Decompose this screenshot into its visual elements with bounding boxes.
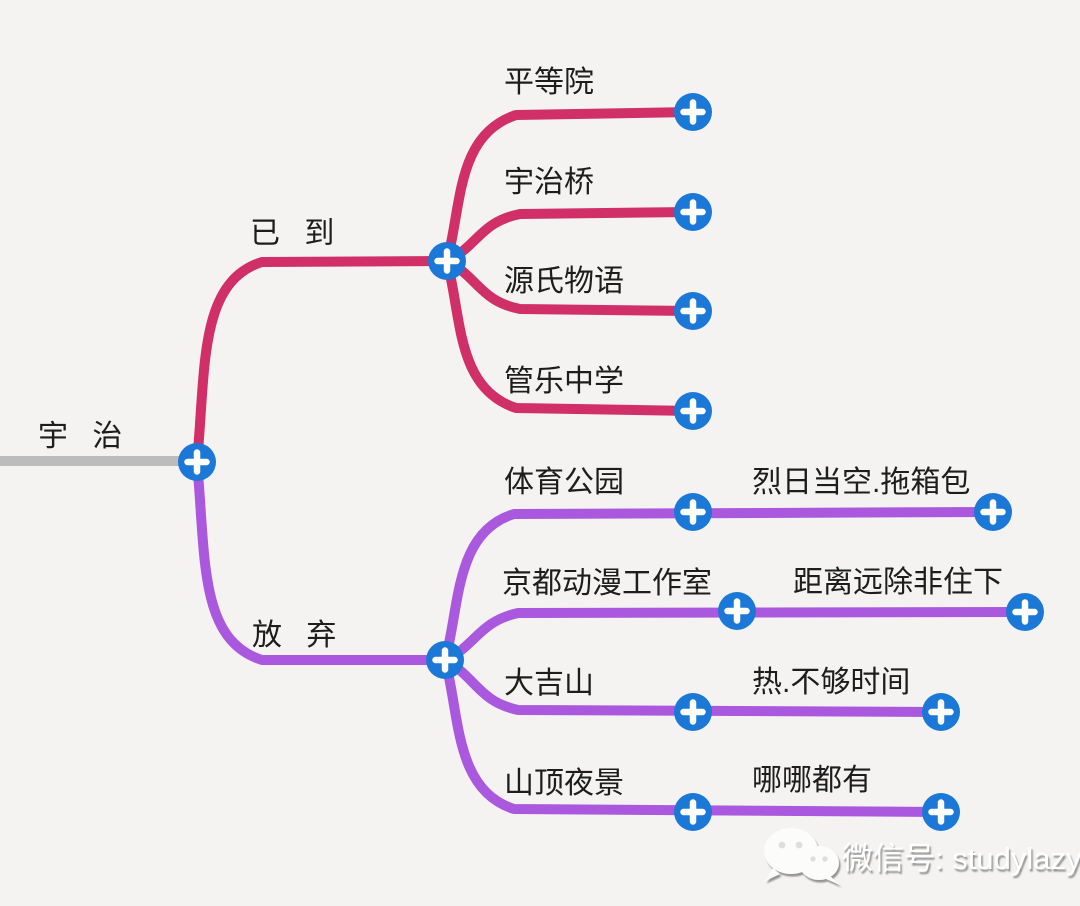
plus-icon: [928, 699, 954, 725]
plus-icon: [928, 799, 954, 825]
plus-icon: [432, 647, 458, 673]
abandoned-node-label: 放 弃: [252, 619, 344, 652]
expand-button-byodoin[interactable]: [674, 93, 712, 131]
wechat-icon: [764, 828, 840, 885]
expand-button-night-view[interactable]: [674, 793, 712, 831]
visited-node-label: 已 到: [250, 217, 342, 250]
expand-button-visited[interactable]: [428, 242, 466, 280]
watermark: 微信号: studylazy: [764, 828, 1080, 885]
expand-button-daikichiyama-note[interactable]: [922, 693, 960, 731]
watermark-text: 微信号: studylazy: [842, 841, 1080, 876]
expand-button-kyoani[interactable]: [718, 592, 756, 630]
root-node-label: 宇 治: [38, 420, 130, 453]
expand-button-genji[interactable]: [674, 292, 712, 330]
plus-icon: [980, 499, 1006, 525]
plus-icon: [184, 449, 210, 475]
genji-node-label: 源氏物语: [504, 265, 624, 298]
connector-root-to-visited: [192, 256, 452, 467]
plus-icon: [724, 598, 750, 624]
plus-icon: [680, 398, 706, 424]
sports-park-note-label: 烈日当空.拖箱包: [752, 466, 970, 499]
expand-button-uji-bridge[interactable]: [674, 193, 712, 231]
plus-icon: [434, 248, 460, 274]
kyoani-note-label: 距离远除非住下: [793, 566, 1003, 599]
node-labels: 宇 治 已 到 放 弃 平等院 宇治桥 源氏物语 管乐中学 体育公园 烈日当空.…: [38, 66, 1003, 800]
expand-button-sports-park-note[interactable]: [974, 493, 1012, 531]
expand-button-kyoani-note[interactable]: [1006, 593, 1044, 631]
night-view-note-label: 哪哪都有: [752, 764, 872, 797]
plus-icon: [680, 499, 706, 525]
daikichiyama-node-label: 大吉山: [504, 667, 594, 700]
plus-icon: [680, 799, 706, 825]
daikichiyama-note-label: 热.不够时间: [752, 666, 910, 699]
connector-root-to-abandoned: [192, 457, 450, 665]
night-view-node-label: 山顶夜景: [504, 767, 624, 800]
wind-school-node-label: 管乐中学: [504, 365, 624, 398]
connector-abandoned-to-night-view: [440, 655, 946, 817]
plus-icon: [680, 298, 706, 324]
expand-button-night-view-note[interactable]: [922, 793, 960, 831]
wechat-icon-eyes: [778, 841, 828, 862]
expand-button-sports-park[interactable]: [674, 493, 712, 531]
expand-button-root[interactable]: [178, 443, 216, 481]
plus-icon: [680, 99, 706, 125]
kyoani-node-label: 京都动漫工作室: [502, 567, 712, 600]
plus-icon: [1012, 599, 1038, 625]
expand-button-abandoned[interactable]: [426, 641, 464, 679]
byodoin-node-label: 平等院: [504, 66, 594, 99]
connector-visited-to-byodoin: [442, 107, 698, 266]
plus-icon: [680, 699, 706, 725]
connector-visited-to-wind-school: [442, 256, 698, 416]
connector-abandoned-to-sports-park: [440, 507, 998, 665]
expand-button-wind-school[interactable]: [674, 392, 712, 430]
node-buttons: [178, 93, 1044, 831]
plus-icon: [680, 199, 706, 225]
expand-button-daikichiyama[interactable]: [674, 693, 712, 731]
uji-bridge-node-label: 宇治桥: [504, 166, 594, 199]
sports-park-node-label: 体育公园: [504, 466, 624, 499]
